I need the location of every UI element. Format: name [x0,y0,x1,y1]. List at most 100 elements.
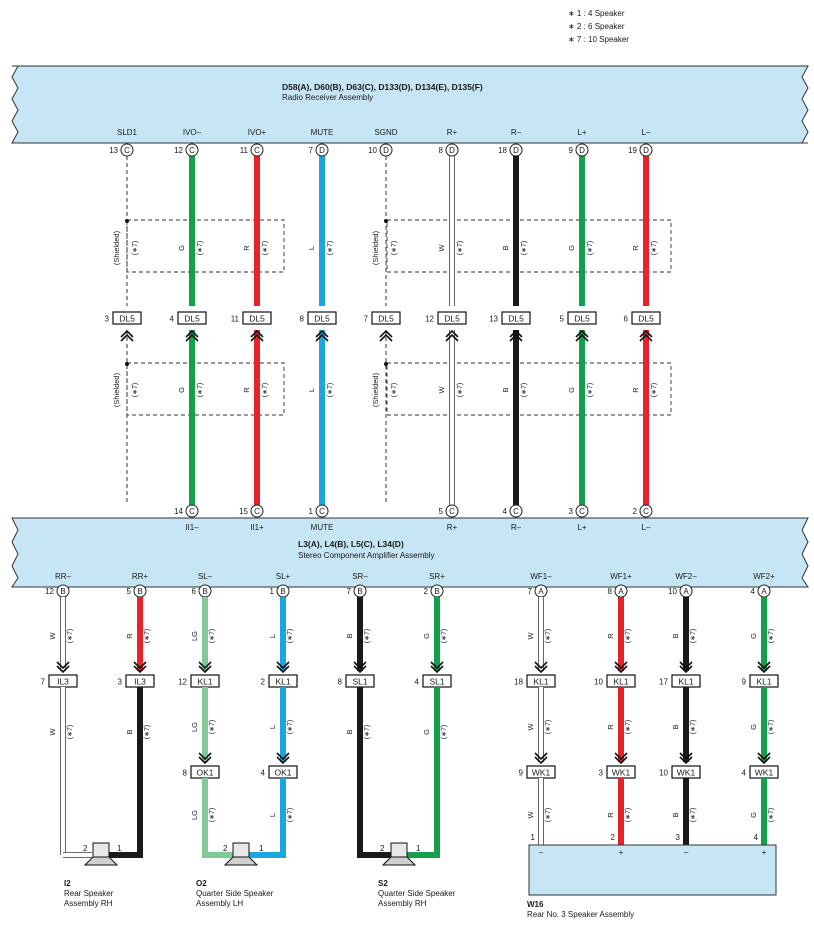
radio-pin-number: 11 [240,146,249,155]
junction-dl5 [631,311,661,325]
option-tag: (∗7) [262,383,269,397]
connector-chevron [534,752,548,765]
radio-pin-circle-letter: D [319,146,325,155]
amp-pin-number: 4 [503,507,508,516]
amp-out-number: 10 [668,587,677,596]
radio-pin-name: L– [642,128,651,137]
wire-code: R [631,245,640,251]
connector-chevron-stroke [185,333,199,342]
w16-body [528,844,777,896]
amp-pin-circle-letter: C [513,507,519,516]
radio-pin-name: MUTE [311,128,334,137]
radio-pin-number: 8 [439,146,444,155]
shield-dot [384,362,388,366]
amp-out-name: WF1+ [610,572,632,581]
connector-chevron [639,329,653,342]
wire-code: R [242,245,251,251]
radio-pin-circle [509,143,523,157]
junction-dl5 [242,311,272,325]
speaker-s2-icon-magnet [390,842,408,858]
connector-chevron-stroke [250,333,264,342]
wire-code: L [268,634,277,638]
wire-code: G [177,387,186,393]
wire-code: R [606,812,615,818]
wire-code: B [501,245,510,250]
radio-pin-circle [315,143,329,157]
junction-sl1-label: SL1 [429,677,444,687]
speaker-s2-id: S2 [378,879,388,888]
speaker-labels: I2 Rear Speaker Assembly RH O2 Quarter S… [64,879,634,919]
option-tag: (∗7) [768,629,775,643]
radio-pin-number: 18 [498,146,507,155]
connector-chevron-stroke [56,665,70,674]
connector-chevron [430,661,444,674]
junction-kl1-label: KL1 [678,677,693,687]
connector-chevron [534,661,548,674]
connector-chevron-stroke [509,329,523,338]
w16-pin-number: 3 [676,833,681,842]
w16-id: W16 [527,900,544,909]
wire-code: G [422,633,431,639]
connector-chevron [198,752,212,765]
junction-sl1-pin: 4 [415,678,420,687]
option-tag: (∗7) [287,808,294,822]
wire-code: G [177,245,186,251]
radio-pin-circle-letter: C [124,146,130,155]
option-tag: (∗7) [67,725,74,739]
connector-chevron-stroke [276,756,290,765]
option-tag: (∗7) [651,241,658,255]
connector-chevron-stroke [639,329,653,338]
connector-chevron-stroke [757,665,771,674]
junction-kl1-label: KL1 [613,677,628,687]
connector-chevron-stroke [198,756,212,765]
amp-pin-name: L– [642,523,651,532]
connector-chevron-stroke [120,329,134,338]
connector-chevron [276,752,290,765]
shield-dot [125,362,129,366]
junction-dl5 [567,311,597,325]
wire-code: G [422,729,431,735]
amp-pin-name: II1– [185,523,199,532]
connector-chevron [185,329,199,342]
junction-dl5-label: DL5 [574,314,590,324]
shield-box-2 [126,362,285,416]
w16-polarity: + [619,848,624,857]
junction-dl5-pin: 4 [170,315,175,324]
junction-wk1-label: WK1 [677,768,696,778]
speaker-o2-icon-magnet [232,842,250,858]
connector-chevron-stroke [534,756,548,765]
amp-pin-name: L+ [577,523,586,532]
speaker-o2-icon-cone [223,856,259,866]
amp-pin-number: 1 [309,507,314,516]
connector-chevron-stroke [534,661,548,670]
o2-pin-1: 1 [259,844,264,853]
amp-pin-circle-letter: C [254,507,260,516]
speaker-s2-icon [381,842,417,866]
amp-out-number: 7 [528,587,533,596]
junction-il3-label: IL3 [57,677,69,687]
option-tag: (∗7) [287,720,294,734]
connector-chevron [509,329,523,342]
wire-code: L [307,388,316,392]
connector-chevron-stroke [575,329,589,338]
wire-code: R [631,387,640,393]
amp-out-pin-letter: A [761,587,767,596]
w16-pin-number: 4 [754,833,759,842]
speaker-s2-line1: Quarter Side Speaker [378,889,456,898]
amp-pin-number: 15 [239,507,248,516]
amp-pin-number: 2 [633,507,638,516]
connector-chevron-stroke [120,333,134,342]
amp-out-pin-letter: B [137,587,142,596]
amp-out-number: 12 [45,587,54,596]
amp-out-name: SR– [352,572,368,581]
junction-dl5 [501,311,531,325]
amp-body [11,517,809,588]
speaker-o2-id: O2 [196,879,207,888]
junction-wk1-pin: 10 [659,769,668,778]
amp-out-pin-letter: B [280,587,285,596]
wire-code: (Shielded) [371,372,380,407]
option-tag: (∗7) [441,629,448,643]
radio-pin-number: 7 [309,146,314,155]
junction-dl5-pin: 3 [105,315,110,324]
option-tag: (∗7) [768,720,775,734]
